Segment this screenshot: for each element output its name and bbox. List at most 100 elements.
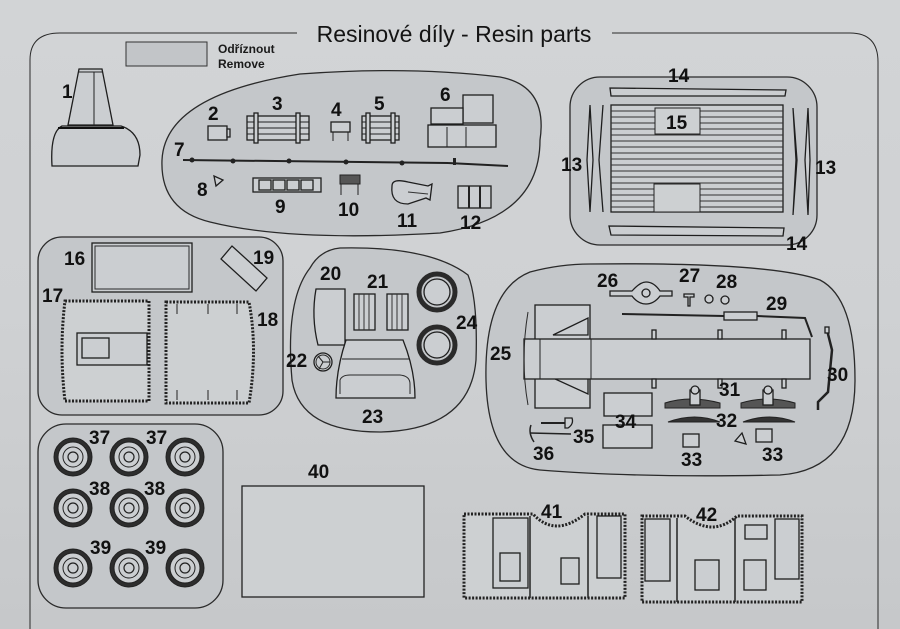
- part-13-side-right: [792, 107, 811, 216]
- label-40: 40: [308, 462, 329, 483]
- label-8: 8: [197, 180, 208, 201]
- remove-swatch: [125, 41, 208, 67]
- wheel-part-37: [109, 437, 149, 477]
- part-22-steering-wheel: [313, 352, 333, 372]
- part-2-box: [207, 125, 231, 141]
- wheel-part-37: [165, 437, 205, 477]
- part-12-rack: [457, 185, 492, 209]
- label-2: 2: [208, 104, 219, 125]
- wheel-part-39: [165, 548, 205, 588]
- label-25: 25: [490, 344, 512, 365]
- part-9-ladder: [252, 177, 322, 193]
- label-19: 19: [253, 248, 274, 269]
- label-24: 24: [456, 313, 478, 334]
- label-12: 12: [460, 213, 481, 234]
- part-32-springs: [667, 416, 796, 423]
- label-38-b: 38: [144, 479, 165, 500]
- label-13-right: 13: [815, 158, 836, 179]
- label-20: 20: [320, 264, 341, 285]
- label-10: 10: [338, 200, 359, 221]
- label-3: 3: [272, 94, 283, 115]
- label-14-bottom: 14: [786, 234, 808, 255]
- label-14-top: 14: [668, 66, 690, 87]
- label-39-b: 39: [145, 538, 166, 559]
- part-26-axle: [609, 281, 673, 305]
- label-32: 32: [716, 411, 737, 432]
- label-28: 28: [716, 272, 737, 293]
- part-41-wall: [462, 512, 627, 600]
- label-15: 15: [666, 113, 688, 134]
- label-37-b: 37: [146, 428, 167, 449]
- sheet-title: Resinové díly - Resin parts: [317, 21, 592, 47]
- part-34-boxes: [602, 392, 653, 449]
- label-17: 17: [42, 286, 63, 307]
- part-10-bench: [339, 174, 361, 195]
- wheel-part-39: [109, 548, 149, 588]
- label-26: 26: [597, 271, 618, 292]
- part-6-cabinet: [427, 94, 497, 148]
- part-36-pickaxe: [529, 424, 572, 443]
- label-42: 42: [696, 505, 717, 526]
- part-17-cab-back: [60, 299, 151, 403]
- label-36: 36: [533, 444, 554, 465]
- label-30: 30: [827, 365, 848, 386]
- label-1: 1: [62, 82, 73, 103]
- part-25-frame: [523, 304, 811, 409]
- part-23-seat-base: [335, 339, 416, 399]
- label-27: 27: [679, 266, 700, 287]
- sheet-frame: [29, 32, 879, 629]
- part-21-seat-cushions: [353, 293, 409, 331]
- part-3-crate: [246, 112, 310, 144]
- wheels: [53, 437, 205, 588]
- label-11: 11: [397, 211, 418, 232]
- label-34: 34: [615, 412, 637, 433]
- wheel-part-38: [109, 488, 149, 528]
- label-5: 5: [374, 94, 385, 115]
- wheel-part-38: [165, 488, 205, 528]
- part-28-rings: [704, 294, 730, 305]
- part-15-bed-floor: [610, 104, 784, 213]
- label-33-right: 33: [762, 445, 783, 466]
- part-14-side-bottom: [608, 225, 785, 237]
- label-35: 35: [573, 427, 595, 448]
- wheel-part-37: [53, 437, 93, 477]
- part-18-cab-front: [164, 300, 255, 405]
- label-21: 21: [367, 272, 389, 293]
- part-40-plate: [241, 485, 425, 598]
- legend-label-cz: Odříznout: [218, 42, 275, 56]
- label-22: 22: [286, 351, 307, 372]
- wheel-part-39: [53, 548, 93, 588]
- part-27-pin: [683, 293, 695, 307]
- part-19-glass: [220, 245, 268, 292]
- legend-label-en: Remove: [218, 57, 265, 71]
- part-8-wedge: [213, 174, 225, 188]
- part-24-spare-tyres: [416, 271, 458, 366]
- part-16-window: [91, 242, 193, 293]
- label-13-left: 13: [561, 155, 582, 176]
- wheel-part-38: [53, 488, 93, 528]
- part-1-roof: [51, 68, 141, 167]
- label-37-a: 37: [89, 428, 110, 449]
- part-20-seat-back: [313, 288, 346, 346]
- label-16: 16: [64, 249, 85, 270]
- part-13-side-left: [586, 104, 604, 213]
- label-4: 4: [331, 100, 342, 121]
- label-33-left: 33: [681, 450, 702, 471]
- part-31-leaf-springs: [664, 385, 796, 409]
- label-9: 9: [275, 197, 286, 218]
- label-18: 18: [257, 310, 278, 331]
- part-11-sack: [391, 180, 433, 205]
- label-6: 6: [440, 85, 451, 106]
- label-39-a: 39: [90, 538, 111, 559]
- part-7-rail: [182, 157, 509, 167]
- label-38-a: 38: [89, 479, 110, 500]
- label-29: 29: [766, 294, 787, 315]
- part-42-wall: [640, 514, 804, 604]
- label-41: 41: [541, 502, 563, 523]
- part-29-exhaust: [621, 311, 813, 338]
- part-30-handle: [816, 326, 834, 410]
- part-35-shovel: [541, 417, 574, 429]
- part-4-stool: [330, 121, 351, 141]
